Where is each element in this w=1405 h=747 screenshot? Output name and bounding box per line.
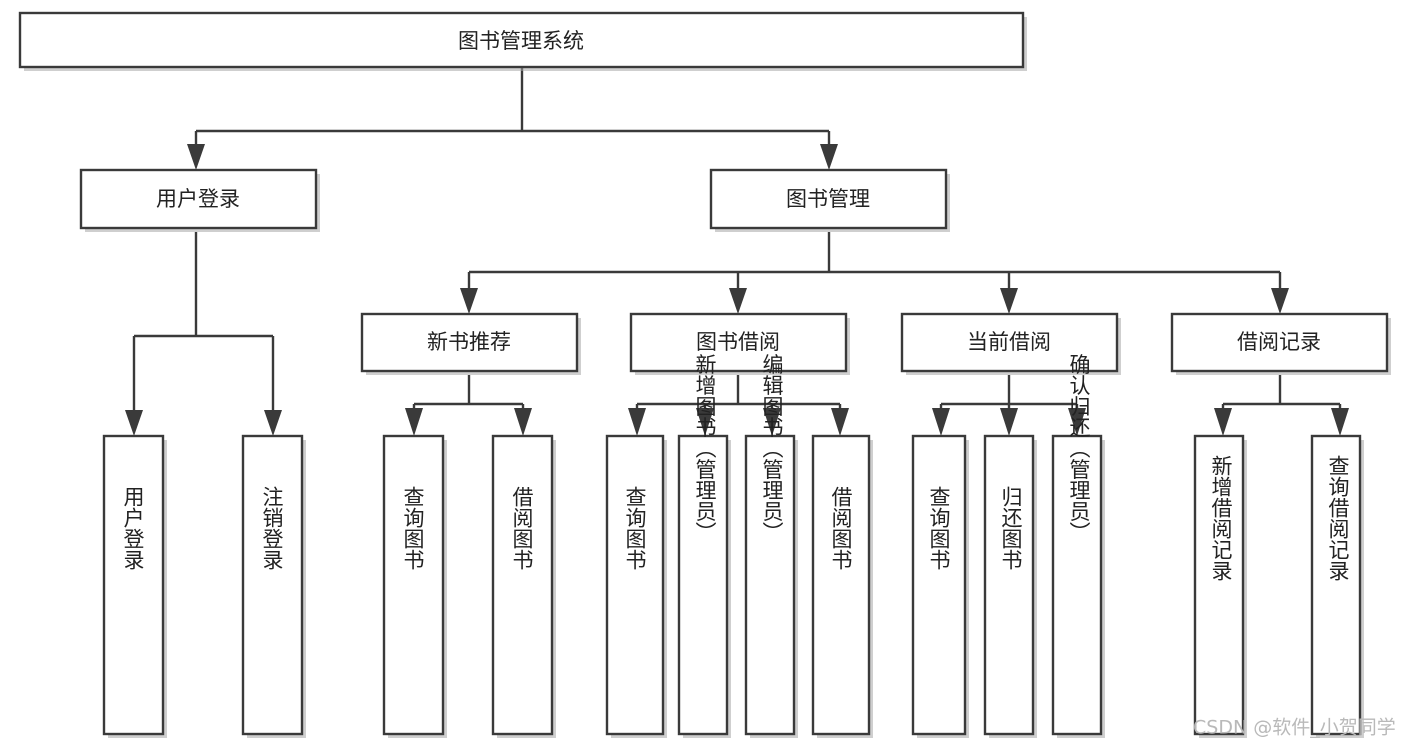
connector-group-new-book-rec	[405, 375, 532, 436]
node-book-manage-label: 图书管理	[786, 187, 870, 211]
node-leaf-2[interactable]: 注销登录	[241, 434, 306, 738]
arrow-head-leaf-1	[125, 410, 143, 436]
node-leaf-5-box[interactable]	[605, 434, 665, 736]
node-current-borrow-label: 当前借阅	[967, 330, 1051, 354]
arrow-head-leaf-9	[932, 408, 950, 436]
arrow-head-leaf-11	[1068, 408, 1086, 436]
node-leaf-13[interactable]: 查询借阅记录	[1310, 434, 1364, 738]
connector-group-book-borrow	[628, 375, 849, 436]
node-leaf-12-label: 新增借阅记录	[1209, 455, 1233, 581]
node-leaf-6-box[interactable]	[677, 434, 729, 736]
node-leaf-12[interactable]: 新增借阅记录	[1193, 434, 1247, 738]
node-leaf-11[interactable]: 确认归还（管理员）	[1051, 354, 1105, 739]
node-leaf-11-box[interactable]	[1051, 434, 1103, 736]
node-leaf-7-box[interactable]	[744, 434, 796, 736]
node-leaf-2-box[interactable]	[241, 434, 304, 736]
node-book-borrow-box[interactable]	[629, 312, 848, 373]
arrow-head-userlogin	[187, 144, 205, 170]
node-leaf-1[interactable]: 用户登录	[102, 434, 167, 738]
node-leaf-4-label: 借阅图书	[510, 486, 534, 570]
node-new-book-rec-box[interactable]	[360, 312, 579, 373]
arrow-head-leaf-2	[264, 410, 282, 436]
node-user-login-box[interactable]	[79, 168, 318, 230]
node-root-label: 图书管理系统	[458, 29, 584, 53]
connector-group-userlogin	[125, 232, 282, 436]
node-leaf-6[interactable]: 新增图书（管理员）	[677, 354, 731, 739]
node-leaf-7[interactable]: 编辑图书（管理员）	[744, 354, 798, 739]
node-book-borrow-label: 图书借阅	[696, 330, 780, 354]
node-leaf-4-box[interactable]	[491, 434, 554, 736]
node-new-book-rec-label: 新书推荐	[427, 330, 511, 354]
node-leaf-10[interactable]: 归还图书	[983, 434, 1037, 738]
node-leaf-1-box[interactable]	[102, 434, 165, 736]
connector-group-root	[187, 68, 838, 170]
node-new-book-rec[interactable]: 新书推荐	[360, 312, 581, 375]
node-leaf-10-label: 归还图书	[999, 486, 1023, 570]
watermark-label: CSDN @软件_小贺同学	[1193, 717, 1396, 739]
node-current-borrow[interactable]: 当前借阅	[900, 312, 1121, 375]
connector-group-borrow-record	[1214, 375, 1349, 436]
connector-group-bookmanage	[460, 232, 1289, 314]
arrow-head-book-borrow	[729, 288, 747, 314]
node-leaf-9-box[interactable]	[911, 434, 967, 736]
arrow-head-leaf-13	[1331, 408, 1349, 436]
node-leaf-1-label: 用户登录	[121, 486, 145, 570]
node-leaf-12-box[interactable]	[1193, 434, 1245, 736]
arrow-head-leaf-7	[763, 408, 781, 436]
node-leaf-13-box[interactable]	[1310, 434, 1362, 736]
arrow-head-borrow-record	[1271, 288, 1289, 314]
node-borrow-record[interactable]: 借阅记录	[1170, 312, 1391, 375]
arrow-head-leaf-4	[514, 408, 532, 436]
node-leaf-8[interactable]: 借阅图书	[811, 434, 873, 738]
arrow-head-leaf-10	[1000, 408, 1018, 436]
node-root[interactable]: 图书管理系统	[18, 11, 1027, 71]
node-root-box[interactable]	[18, 11, 1025, 69]
arrow-head-current-borrow	[1000, 288, 1018, 314]
node-book-borrow[interactable]: 图书借阅	[629, 312, 850, 375]
node-current-borrow-box[interactable]	[900, 312, 1119, 373]
node-leaf-11-label: 确认归还（管理员）	[1067, 354, 1091, 543]
node-book-manage-box[interactable]	[709, 168, 948, 230]
connector-group-current-borrow	[932, 375, 1086, 436]
node-leaf-8-box[interactable]	[811, 434, 871, 736]
arrow-head-bookmanage	[820, 144, 838, 170]
node-leaf-8-label: 借阅图书	[829, 486, 853, 570]
arrow-head-new-book-rec	[460, 288, 478, 314]
node-leaf-3-box[interactable]	[382, 434, 445, 736]
node-leaf-3[interactable]: 查询图书	[382, 434, 447, 738]
node-leaf-2-label: 注销登录	[260, 486, 284, 570]
node-borrow-record-box[interactable]	[1170, 312, 1389, 373]
node-user-login-label: 用户登录	[156, 187, 240, 211]
node-leaf-3-label: 查询图书	[401, 486, 425, 570]
node-book-manage[interactable]: 图书管理	[709, 168, 950, 232]
node-leaf-9[interactable]: 查询图书	[911, 434, 969, 738]
node-leaf-13-label: 查询借阅记录	[1326, 455, 1350, 581]
arrow-head-leaf-6	[696, 408, 714, 436]
node-leaf-4[interactable]: 借阅图书	[491, 434, 556, 738]
node-leaf-7-label: 编辑图书（管理员）	[760, 354, 784, 543]
arrow-head-leaf-3	[405, 408, 423, 436]
node-leaf-6-label: 新增图书（管理员）	[693, 354, 717, 543]
arrow-head-leaf-12	[1214, 408, 1232, 436]
node-leaf-5-label: 查询图书	[623, 486, 647, 570]
node-borrow-record-label: 借阅记录	[1237, 330, 1321, 354]
arrow-head-leaf-8	[831, 408, 849, 436]
node-leaf-9-label: 查询图书	[927, 486, 951, 570]
arrow-head-leaf-5	[628, 408, 646, 436]
node-leaf-5[interactable]: 查询图书	[605, 434, 667, 738]
node-leaf-10-box[interactable]	[983, 434, 1035, 736]
node-user-login[interactable]: 用户登录	[79, 168, 320, 232]
